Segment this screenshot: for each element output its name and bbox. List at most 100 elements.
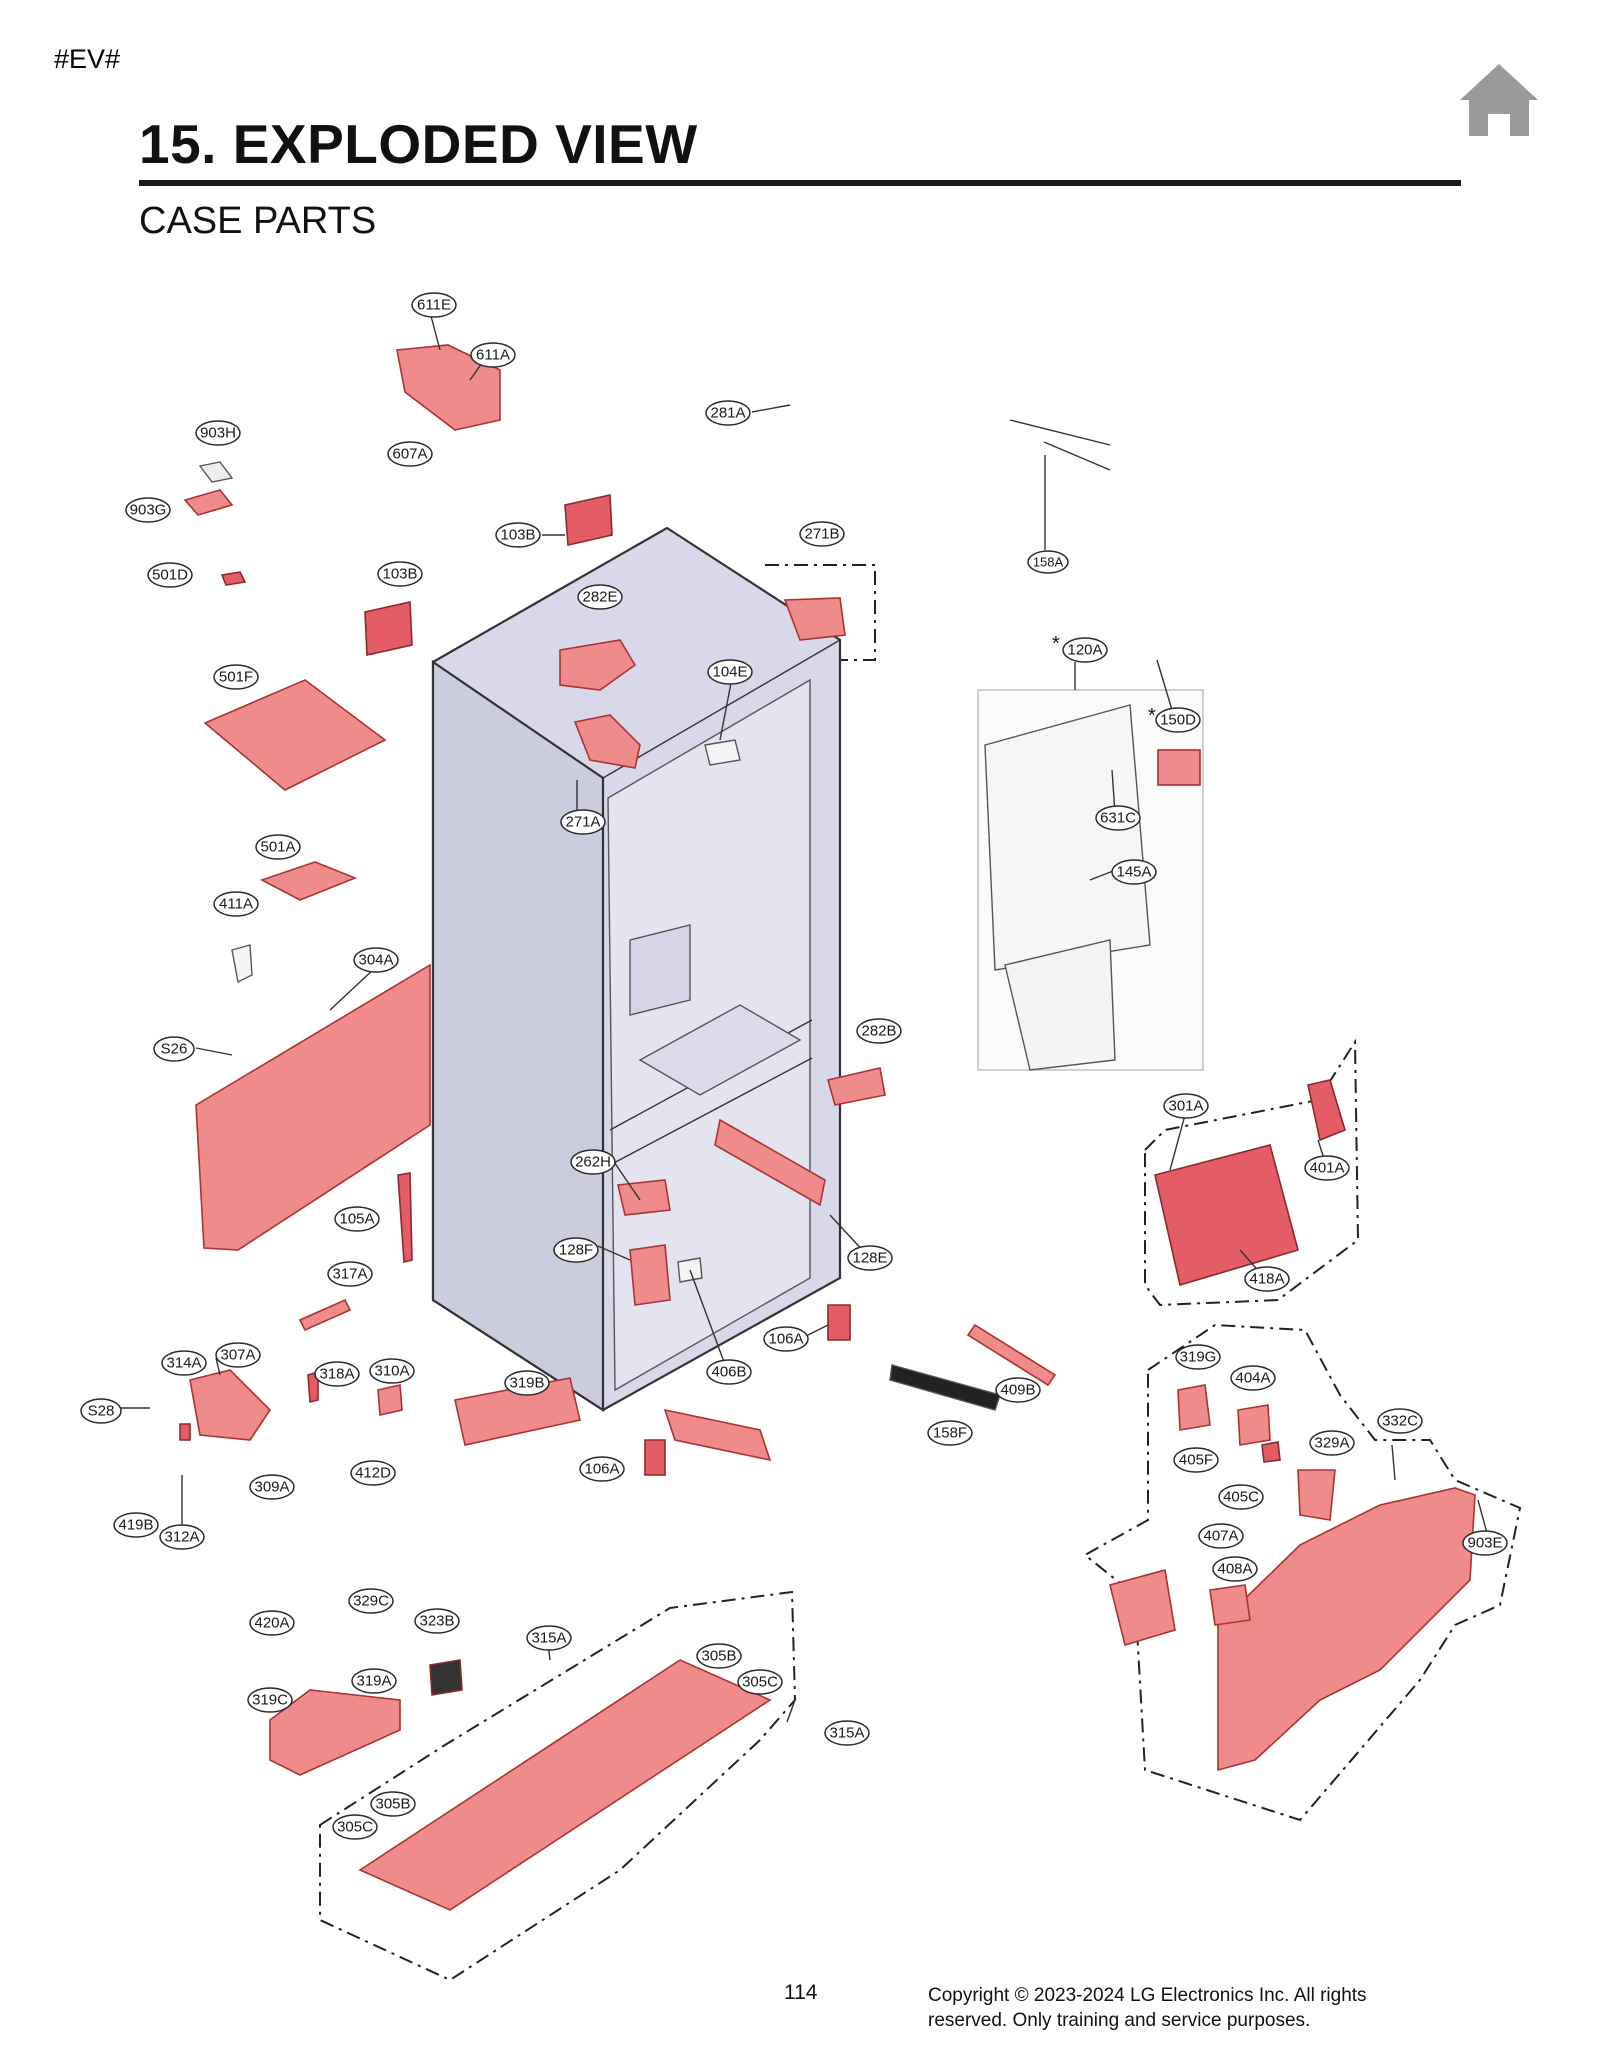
- svg-text:323B: 323B: [419, 1613, 454, 1630]
- page-number: 114: [784, 1981, 818, 2004]
- callout-281A: 281A: [705, 400, 751, 426]
- svg-text:282B: 282B: [861, 1023, 896, 1040]
- callout-314A: 314A: [161, 1350, 207, 1376]
- callout-631C: 631C: [1095, 805, 1141, 831]
- svg-text:262H: 262H: [575, 1154, 611, 1171]
- callout-S26: S26: [153, 1036, 195, 1062]
- svg-text:903E: 903E: [1467, 1535, 1502, 1552]
- section-subtitle: CASE PARTS: [139, 200, 377, 242]
- svg-text:332C: 332C: [1382, 1413, 1418, 1430]
- callout-405F: 405F: [1173, 1447, 1219, 1473]
- callout-128E: 128E: [847, 1245, 893, 1271]
- callout-418A: 418A: [1244, 1266, 1290, 1292]
- page-title: 15. EXPLODED VIEW: [139, 113, 698, 175]
- callout-128F: 128F: [553, 1237, 599, 1263]
- svg-text:158F: 158F: [933, 1425, 967, 1442]
- callout-501D: 501D: [147, 562, 193, 588]
- svg-text:501F: 501F: [219, 669, 253, 686]
- callout-903G: 903G: [125, 497, 171, 523]
- svg-text:128F: 128F: [559, 1242, 593, 1259]
- svg-text:305B: 305B: [701, 1648, 736, 1665]
- svg-text:281A: 281A: [710, 405, 745, 422]
- callout-420A: 420A: [249, 1610, 295, 1636]
- callout-318A: 318A: [314, 1361, 360, 1387]
- svg-text:271A: 271A: [565, 814, 600, 831]
- svg-text:501A: 501A: [260, 839, 295, 856]
- evaporator-assembly: [1154, 1079, 1346, 1287]
- callout-501A: 501A: [255, 834, 301, 860]
- svg-text:611E: 611E: [417, 297, 451, 314]
- callout-282B: 282B: [856, 1018, 902, 1044]
- callout-319G: 319G: [1175, 1344, 1221, 1370]
- callout-903H: 903H: [195, 420, 241, 446]
- svg-text:317A: 317A: [332, 1266, 367, 1283]
- svg-text:309A: 309A: [254, 1479, 289, 1496]
- svg-text:314A: 314A: [166, 1355, 201, 1372]
- callout-104E: 104E: [707, 659, 753, 685]
- svg-text:128E: 128E: [852, 1250, 887, 1267]
- callout-305B-right: 305B: [696, 1643, 742, 1669]
- callout-304A: 304A: [353, 947, 399, 973]
- callout-404A: 404A: [1230, 1365, 1276, 1391]
- svg-text:420A: 420A: [254, 1615, 289, 1632]
- svg-text:105A: 105A: [339, 1211, 374, 1228]
- callout-105A: 105A: [334, 1206, 380, 1232]
- svg-text:106A: 106A: [768, 1331, 803, 1348]
- callout-406B: 406B: [706, 1359, 752, 1385]
- callout-103B-left: 103B: [377, 561, 423, 587]
- left-parts: [179, 344, 1057, 1476]
- svg-text:S28: S28: [88, 1403, 115, 1420]
- svg-text:304A: 304A: [358, 952, 393, 969]
- callout-329A: 329A: [1309, 1430, 1355, 1456]
- copyright-notice: Copyright © 2023-2024 LG Electronics Inc…: [928, 1985, 1367, 2031]
- callout-315A-right: 315A: [824, 1720, 870, 1746]
- callout-315A-top: 315A: [526, 1625, 572, 1651]
- callout-407A: 407A: [1198, 1523, 1244, 1549]
- svg-text:S26: S26: [161, 1041, 188, 1058]
- svg-text:315A: 315A: [829, 1725, 864, 1742]
- svg-text:418A: 418A: [1249, 1271, 1284, 1288]
- callout-903E: 903E: [1462, 1530, 1508, 1556]
- callout-158A: 158A: [1027, 550, 1069, 574]
- svg-text:607A: 607A: [392, 446, 427, 463]
- svg-text:406B: 406B: [711, 1364, 746, 1381]
- callout-411A: 411A: [213, 891, 259, 917]
- callout-419B: 419B: [113, 1512, 159, 1538]
- callout-158F: 158F: [927, 1420, 973, 1446]
- callout-611E: 611E: [411, 292, 457, 318]
- machine-room-cover: [269, 1659, 772, 1911]
- control-box-assembly: [977, 689, 1204, 1071]
- svg-text:611A: 611A: [476, 347, 510, 364]
- callout-271B: 271B: [799, 521, 845, 547]
- callout-611A: 611A: [470, 342, 516, 368]
- svg-text:329A: 329A: [1314, 1435, 1349, 1452]
- svg-text:307A: 307A: [220, 1347, 255, 1364]
- svg-text:405F: 405F: [1179, 1452, 1213, 1469]
- svg-text:120A: 120A: [1067, 642, 1102, 659]
- svg-text:145A: 145A: [1116, 864, 1151, 881]
- svg-text:106A: 106A: [584, 1461, 619, 1478]
- callout-309A: 309A: [249, 1474, 295, 1500]
- svg-text:412D: 412D: [355, 1465, 391, 1482]
- svg-text:404A: 404A: [1235, 1370, 1270, 1387]
- svg-text:411A: 411A: [219, 896, 253, 913]
- callout-319C: 319C: [247, 1687, 293, 1713]
- callout-501F: 501F: [213, 664, 259, 690]
- home-icon[interactable]: [1458, 62, 1540, 138]
- svg-text:305B: 305B: [375, 1796, 410, 1813]
- svg-text:319B: 319B: [509, 1375, 544, 1392]
- fan-cover-assembly: [1109, 1384, 1476, 1772]
- svg-text:318A: 318A: [319, 1366, 354, 1383]
- callout-282E: 282E: [577, 584, 623, 610]
- svg-text:319C: 319C: [252, 1692, 288, 1709]
- callout-408A: 408A: [1212, 1556, 1258, 1582]
- svg-text:103B: 103B: [382, 566, 417, 583]
- svg-text:405C: 405C: [1223, 1489, 1259, 1506]
- svg-text:501D: 501D: [152, 567, 188, 584]
- svg-text:631C: 631C: [1100, 810, 1136, 827]
- callout-305C-right: 305C: [737, 1669, 783, 1695]
- svg-text:329C: 329C: [353, 1593, 389, 1610]
- callout-319A: 319A: [351, 1668, 397, 1694]
- callout-332C: 332C: [1377, 1408, 1423, 1434]
